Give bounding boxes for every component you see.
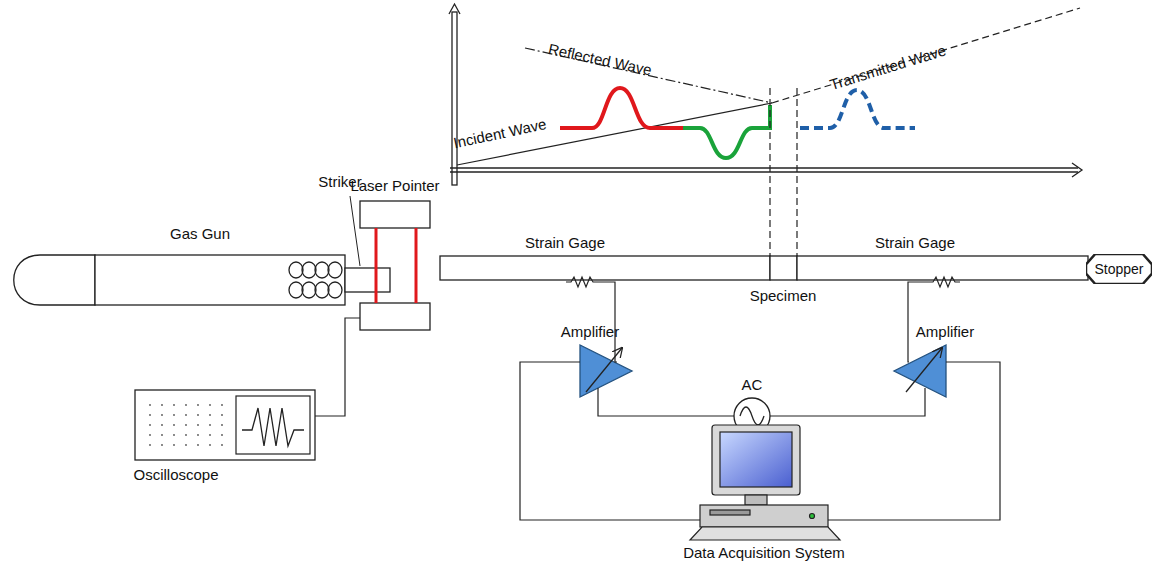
node-text: Stopper [1094, 261, 1143, 277]
part-label: Strain Gage [875, 235, 955, 252]
amplifier [580, 345, 632, 397]
part-label: Data Acquisition System [683, 545, 845, 562]
striker [345, 268, 390, 292]
oscilloscope [135, 318, 360, 460]
amplifier [894, 345, 946, 397]
wires [520, 282, 1000, 520]
wave-label: Incident Wave [452, 116, 548, 152]
part-label: Strain Gage [525, 235, 605, 252]
part-label: Amplifier [916, 324, 974, 341]
wave-label: Reflected Wave [547, 41, 653, 79]
axes [449, 4, 1082, 185]
part-label: Oscilloscope [133, 467, 218, 484]
part-label: Laser Pointer [350, 178, 439, 195]
computer [690, 425, 840, 540]
part-label: AC [742, 377, 763, 394]
part-label: Specimen [750, 288, 817, 305]
strain-gage [566, 277, 598, 287]
stopper: Stopper [1086, 254, 1152, 284]
laser-pointer [360, 201, 430, 330]
transmitted-line [772, 8, 1080, 103]
strain-gage [928, 277, 960, 287]
gas-gun [14, 255, 345, 305]
part-label: Amplifier [561, 324, 619, 341]
specimen-guide [796, 88, 797, 278]
part-label: Gas Gun [170, 226, 230, 243]
bars [440, 256, 1088, 280]
transmitted-pulse [800, 90, 915, 128]
incident-pulse [560, 88, 683, 128]
specimen-guide [769, 88, 770, 278]
wave-label: Transmitted Wave [828, 42, 948, 93]
reflected-pulse [683, 105, 770, 158]
leader-line [350, 196, 360, 266]
